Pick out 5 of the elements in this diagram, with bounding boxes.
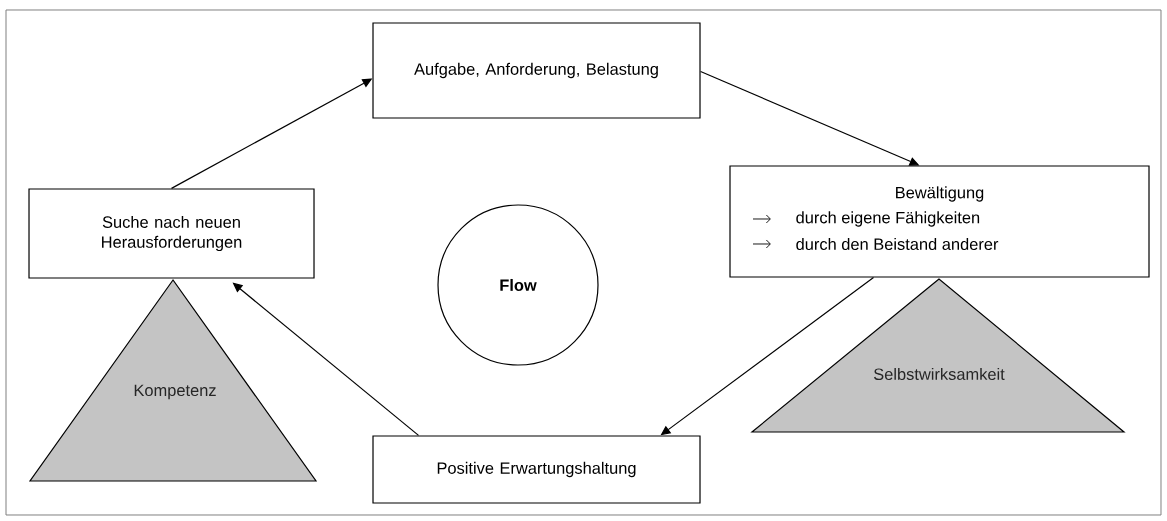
bullet-text: durch den Beistand anderer (796, 237, 999, 251)
process-box: Positive Erwartungshaltung (372, 435, 701, 504)
process-box: Suche nach neuen Herausforderungen (28, 188, 315, 279)
process-box: Aufgabe, Anforderung, Belastung (372, 22, 701, 119)
bullet-text: durch eigene Fähigkeiten (796, 211, 980, 227)
